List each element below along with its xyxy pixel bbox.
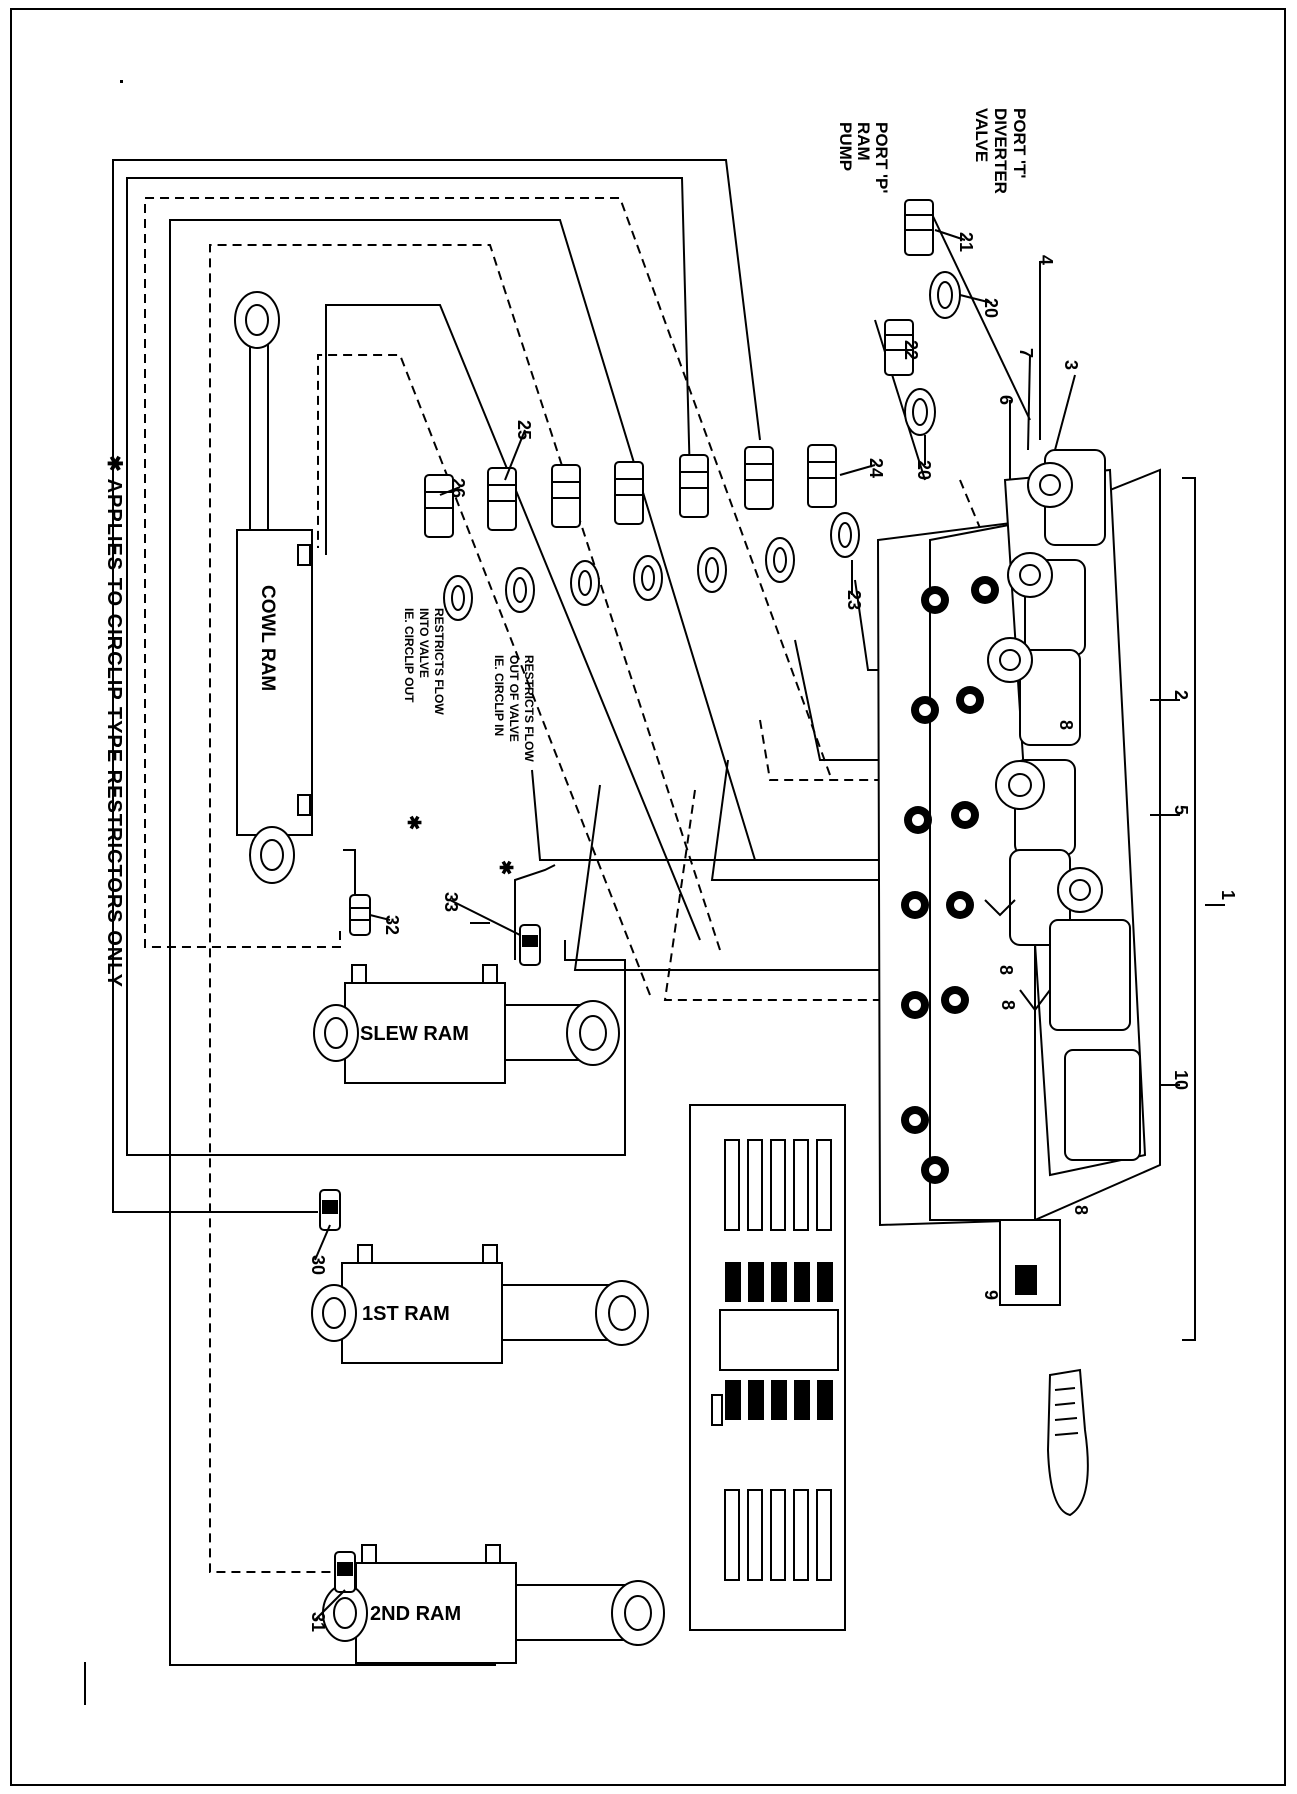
svg-text:1: 1 (1218, 890, 1238, 900)
svg-text:31: 31 (308, 1612, 328, 1632)
margin-mark (120, 80, 123, 83)
restrict-in-line1: RESTRICTS FLOW (432, 608, 446, 715)
restrict-out-line2: OUT OF VALVE (507, 655, 521, 742)
fitting-b (744, 446, 795, 583)
svg-text:22: 22 (901, 340, 921, 360)
slew-ram (313, 964, 620, 1084)
callout-numbers: 1 2 3 4 5 6 7 8 8 8 8 9 10 20 20 21 22 2… (308, 232, 1238, 1632)
leader-lines (314, 229, 1225, 1621)
restrictor-33 (519, 924, 541, 966)
fitting-e (551, 464, 600, 606)
second-ram (322, 1544, 665, 1664)
label-diverter: DIVERTER (991, 108, 1010, 194)
solenoid-coils (987, 449, 1141, 1161)
svg-text:23: 23 (844, 590, 864, 610)
ram-labels: COWL RAM SLEW RAM 1ST RAM 2ND RAM (257, 585, 469, 1625)
restrictor-31 (334, 1551, 356, 1593)
svg-text:4: 4 (1036, 255, 1056, 265)
hose-fittings (424, 444, 860, 621)
first-ram (311, 1244, 649, 1364)
switch-row-bottom (724, 1489, 832, 1581)
fitting-25 (487, 467, 535, 613)
first-ram-label: 1ST RAM (362, 1303, 450, 1325)
port-labels: PORT 'T' DIVERTER VALVE PORT 'P' RAM PUM… (836, 108, 1029, 194)
fitting-c (679, 454, 727, 593)
cowl-ram-label: COWL RAM (257, 585, 278, 691)
switch-row-top (724, 1139, 832, 1231)
label-ram: RAM (854, 122, 873, 161)
svg-text:24: 24 (866, 458, 886, 478)
restrict-in-line3: IE. CIRCLIP OUT (402, 608, 416, 703)
control-panel (689, 1104, 846, 1631)
restrictor-32 (349, 894, 371, 936)
restrict-in-line2: INTO VALVE (417, 608, 431, 678)
svg-text:33: 33 (441, 892, 461, 912)
restrict-out-line3: IE. CIRCLIP IN (492, 655, 506, 736)
svg-text:6: 6 (996, 395, 1016, 405)
restrict-out-line1: RESTRICTS FLOW (522, 655, 536, 762)
restrictors (319, 894, 541, 1593)
restrictor-30 (319, 1189, 341, 1231)
key-icon (1046, 1368, 1089, 1517)
svg-text:9: 9 (981, 1290, 1001, 1300)
asterisk-in: ✱ (404, 815, 424, 830)
label-port-t: PORT 'T' (1010, 108, 1029, 178)
valve-bank (876, 449, 1196, 1341)
cowl-ram (234, 291, 313, 884)
switch-row-mid (711, 1262, 839, 1426)
asterisk-out: ✱ (496, 860, 516, 875)
label-valve: VALVE (972, 108, 991, 162)
svg-text:8: 8 (1056, 720, 1076, 730)
svg-text:20: 20 (914, 460, 934, 480)
svg-text:3: 3 (1061, 360, 1081, 370)
fitting-26 (424, 474, 473, 621)
footnote: ✱ APPLIES TO CIRCLIP TYPE RESTRICTORS ON… (103, 455, 125, 988)
svg-text:20: 20 (981, 298, 1001, 318)
svg-text:30: 30 (308, 1255, 328, 1275)
svg-text:8: 8 (996, 965, 1016, 975)
fitting-d (614, 461, 663, 601)
svg-text:5: 5 (1171, 805, 1191, 815)
svg-text:21: 21 (956, 232, 976, 252)
manifold-ports (901, 576, 999, 1184)
second-ram-label: 2ND RAM (370, 1603, 461, 1625)
svg-text:8: 8 (998, 1000, 1018, 1010)
label-pump: PUMP (836, 122, 855, 171)
slew-ram-label: SLEW RAM (360, 1023, 469, 1045)
label-port-p: PORT 'P' (872, 122, 891, 193)
svg-text:10: 10 (1171, 1070, 1191, 1090)
svg-text:8: 8 (1071, 1205, 1091, 1215)
svg-text:7: 7 (1016, 348, 1036, 358)
svg-text:2: 2 (1171, 690, 1191, 700)
restrictor-annotations: RESTRICTS FLOW OUT OF VALVE IE. CIRCLIP … (402, 608, 536, 875)
fitting-24 (807, 444, 860, 558)
